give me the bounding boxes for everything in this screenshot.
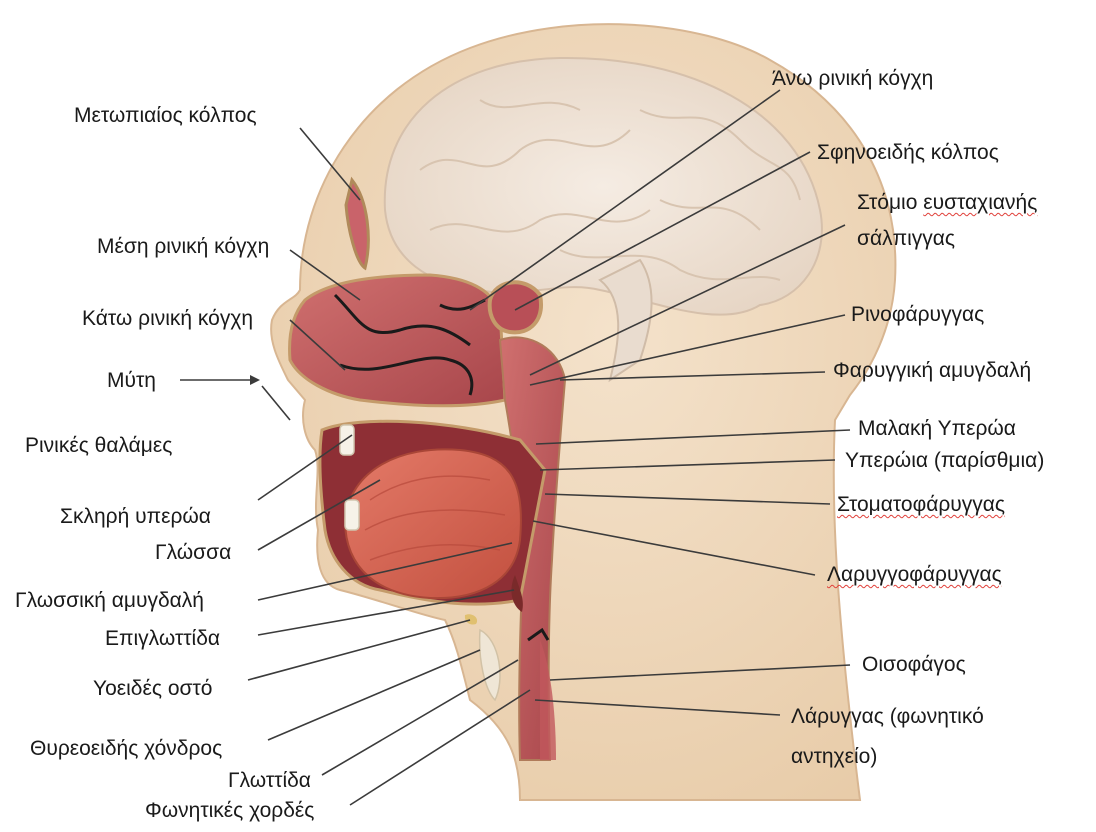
label-superior-nasal-concha: Άνω ρινική κόγχη (772, 66, 933, 92)
label-frontal-sinus: Μετωπιαίος κόλπος (74, 103, 257, 129)
label-thyroid-cartilage: Θυρεοειδής χόνδρος (30, 736, 222, 762)
label-eustachian-word2: ευσταχιανής (923, 191, 1037, 214)
label-nose: Μύτη (107, 368, 156, 394)
label-middle-nasal-concha: Μέση ρινική κόγχη (97, 234, 269, 260)
label-hard-palate: Σκληρή υπερώα (60, 504, 211, 530)
label-hyoid-bone: Υοειδές οστό (93, 676, 212, 702)
label-inferior-nasal-concha: Κάτω ρινική κόγχη (82, 306, 253, 332)
arrowheads (250, 375, 260, 385)
label-laryngopharynx: Λαρυγγοφάρυγγας (827, 562, 1002, 588)
label-nasal-chambers: Ρινικές θαλάμες (25, 433, 172, 459)
label-pharyngeal-tonsil: Φαρυγγική αμυγδαλή (833, 358, 1031, 384)
tongue-shape (345, 449, 521, 598)
label-soft-palate: Μαλακή Υπερώα (858, 416, 1016, 442)
label-oropharynx: Στοματοφάρυγγας (837, 492, 1005, 518)
label-epiglottis: Επιγλωττίδα (105, 626, 220, 652)
label-larynx-cont: αντηχείο) (791, 744, 877, 770)
label-lingual-tonsil: Γλωσσική αμυγδαλή (15, 588, 204, 614)
label-larynx: Λάρυγγας (φωνητικό (791, 704, 984, 730)
label-vocal-cords: Φωνητικές χορδές (145, 798, 314, 824)
label-sphenoid-sinus: Σφηνοειδής κόλπος (817, 140, 999, 166)
label-eustachian-opening: Στόμιο ευσταχιανής (857, 190, 1037, 216)
label-nasopharynx: Ρινοφάρυγγας (851, 302, 984, 328)
label-palatine-tonsil: Υπερώια (παρίσθμια) (845, 448, 1044, 474)
label-eustachian-tube: σάλπιγγας (857, 226, 955, 252)
label-esophagus: Οισοφάγος (862, 652, 966, 678)
label-tongue: Γλώσσα (155, 540, 231, 566)
label-eustachian-word1: Στόμιο (857, 191, 923, 214)
label-glottis: Γλωττίδα (228, 768, 311, 794)
